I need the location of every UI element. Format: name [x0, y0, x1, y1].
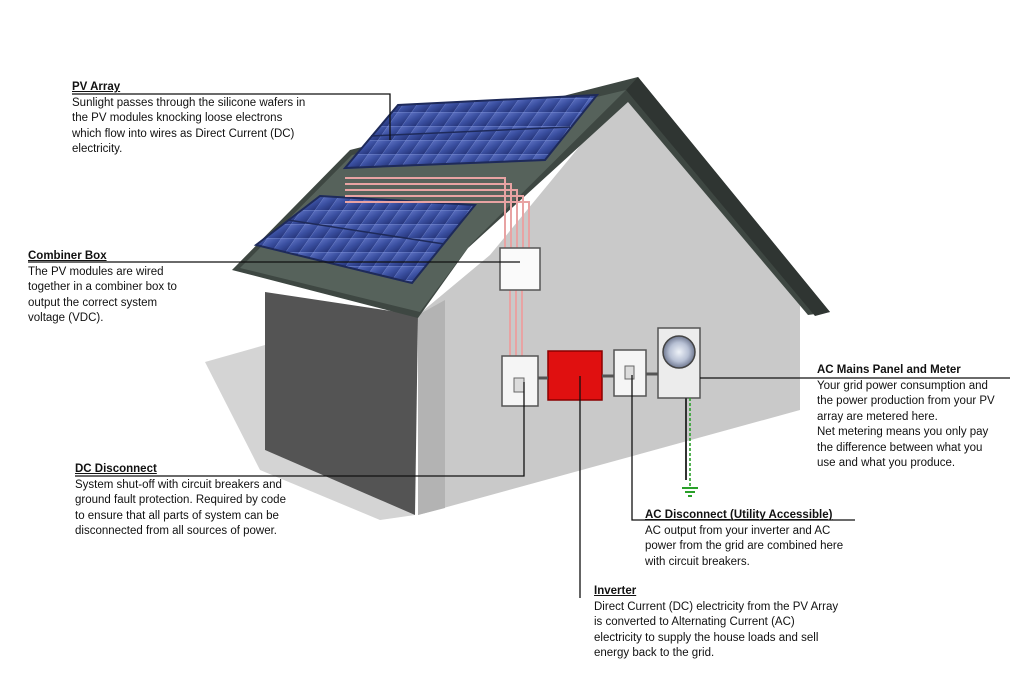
- dc-disconnect-line: ground fault protection. Required by cod…: [75, 494, 286, 506]
- ac-mains-line: Your grid power consumption and: [817, 379, 988, 392]
- combiner-box-line: voltage (VDC).: [28, 312, 104, 324]
- ac-mains-line: the power production from your PV: [817, 395, 995, 407]
- pv-array-line: Sunlight passes through the silicone waf…: [72, 96, 306, 109]
- leader-ac-disconnect: [631, 375, 855, 521]
- ac-disconnect-line: power from the grid are combined here: [645, 540, 844, 552]
- ac-disconnect-title: AC Disconnect (Utility Accessible): [645, 509, 833, 521]
- callout-combiner-box: Combiner Box The PV modules are wired to…: [28, 249, 177, 327]
- combiner-box-line: output the correct system: [28, 296, 158, 309]
- pv-array-title: PV Array: [72, 81, 121, 93]
- dc-disconnect-line: disconnected from all sources of power.: [75, 525, 277, 537]
- pv-array-line: electricity.: [72, 143, 123, 155]
- house-shadow: [205, 345, 415, 520]
- inverter-line: energy back to the grid.: [594, 647, 715, 659]
- dc-disconnect-title: DC Disconnect: [75, 463, 157, 475]
- ac-disconnect-line: AC output from your inverter and AC: [645, 524, 831, 537]
- leader-lines: [28, 93, 1010, 598]
- callout-inverter: Inverter Direct Current (DC) electricity…: [594, 584, 838, 662]
- ac-mains-line: the difference between what you: [817, 441, 983, 454]
- callout-pv-array: PV Array Sunlight passes through the sil…: [72, 80, 305, 158]
- inverter-line: electricity to supply the house loads an…: [594, 631, 819, 644]
- pv-array-line: which flow into wires as Direct Current …: [72, 127, 295, 140]
- combiner-box-title: Combiner Box: [28, 250, 107, 262]
- callout-ac-mains: AC Mains Panel and Meter Your grid power…: [817, 363, 995, 472]
- inverter-line: is converted to Alternating Current (AC): [594, 616, 795, 628]
- leader-pv-array: [72, 93, 391, 140]
- dc-disconnect-line: to ensure that all parts of system can b…: [75, 509, 279, 522]
- callout-dc-disconnect: DC Disconnect System shut-off with circu…: [75, 462, 286, 540]
- roof-edge: [626, 77, 830, 316]
- house-side-wall: [265, 292, 418, 515]
- combiner-box-line: The PV modules are wired: [28, 265, 164, 278]
- dc-wiring: [345, 177, 530, 356]
- ground-wire: [682, 398, 698, 497]
- pv-array-line: the PV modules knocking loose electrons: [72, 112, 283, 124]
- inverter-title: Inverter: [594, 585, 637, 597]
- meter-dial: [662, 335, 696, 369]
- combiner-box-line: together in a combiner box to: [28, 281, 177, 293]
- wall-shading: [418, 300, 445, 515]
- pv-panel-lower: [253, 194, 478, 285]
- inverter-line: Direct Current (DC) electricity from the…: [594, 600, 839, 613]
- ac-mains-line: use and what you produce.: [817, 457, 956, 469]
- ac-mains-title: AC Mains Panel and Meter: [817, 364, 961, 376]
- dc-disconnect-line: System shut-off with circuit breakers an…: [75, 478, 282, 491]
- house-front-wall: [418, 90, 800, 515]
- ac-disconnect-line: with circuit breakers.: [645, 555, 750, 568]
- callout-ac-disconnect: AC Disconnect (Utility Accessible) AC ou…: [645, 508, 843, 570]
- ac-mains-line: Net metering means you only pay: [817, 426, 989, 438]
- ac-mains-line: array are metered here.: [817, 410, 938, 423]
- leader-dc-disconnect: [75, 382, 525, 477]
- inverter-box: [547, 350, 603, 401]
- combiner-box: [499, 247, 541, 291]
